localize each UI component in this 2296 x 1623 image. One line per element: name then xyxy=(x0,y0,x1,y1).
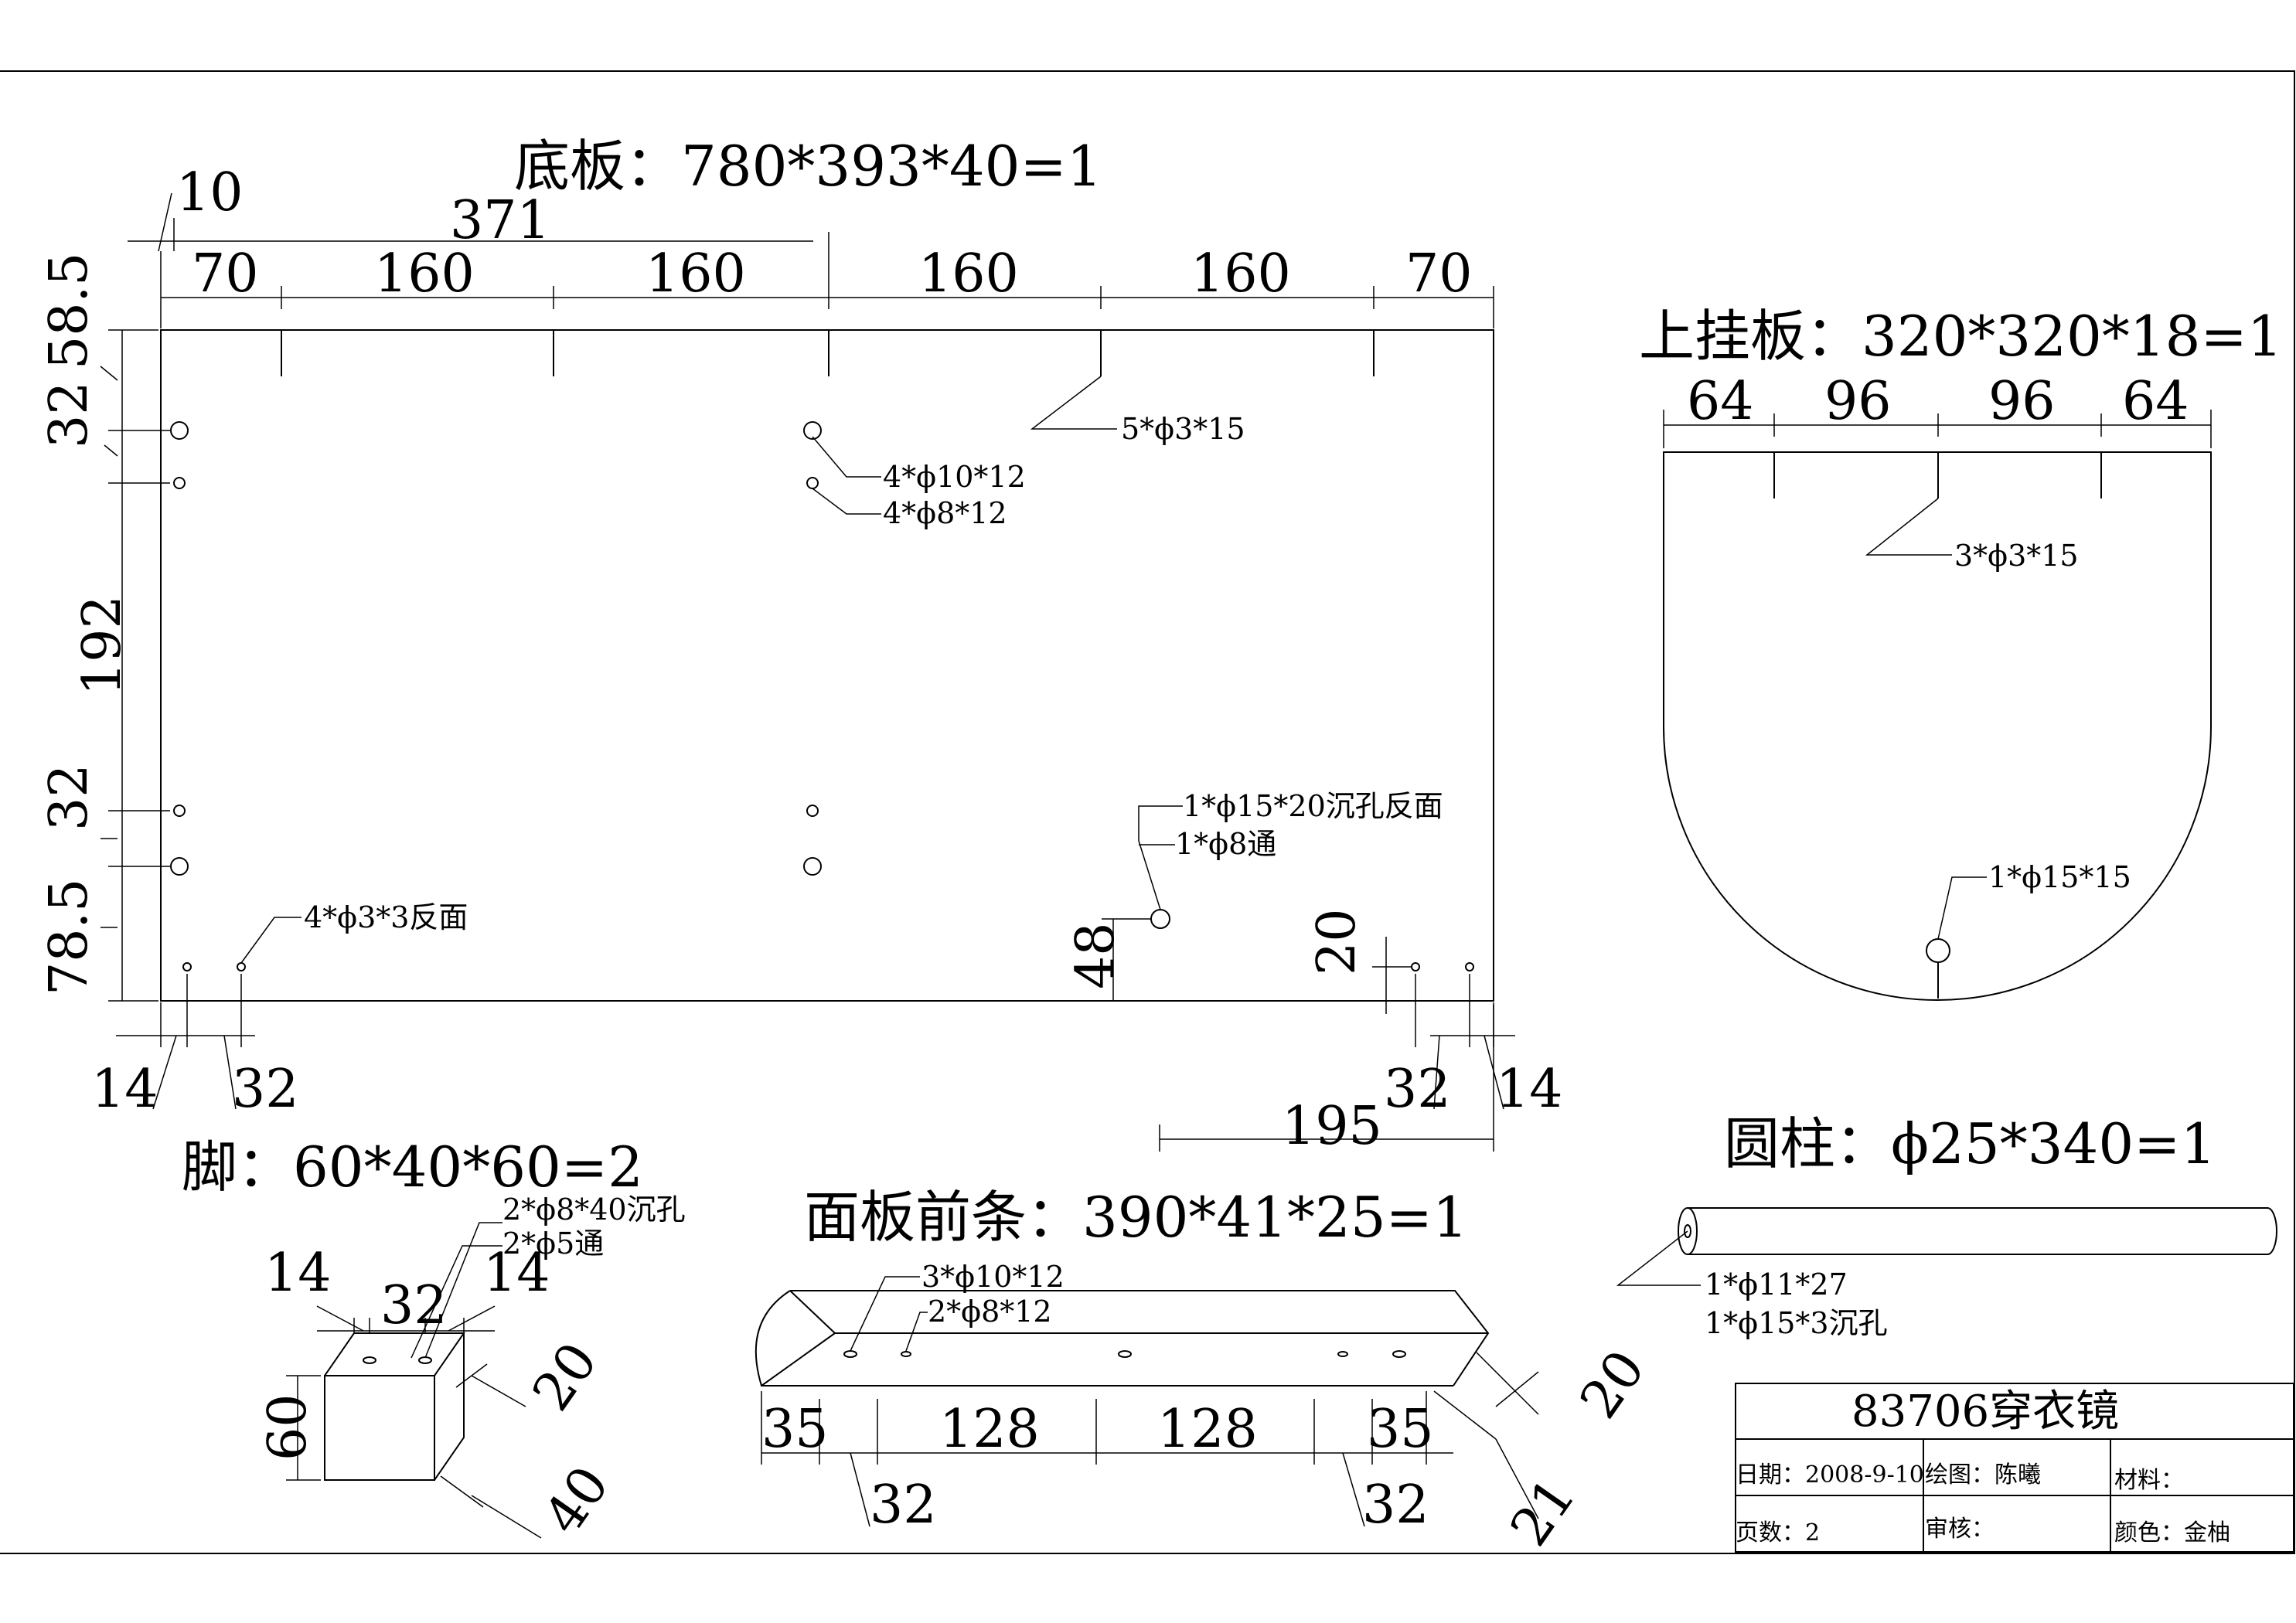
foot-box xyxy=(324,1332,465,1481)
base-top-dim-lines xyxy=(128,192,1494,328)
front-strip-holes xyxy=(843,1350,1406,1358)
dim-10: 10 xyxy=(176,162,244,223)
foot-dim-20: 20 xyxy=(521,1332,609,1422)
dim-top-70-a: 70 xyxy=(192,243,259,305)
strip-dim-21: 21 xyxy=(1499,1468,1587,1557)
title-block-color: 颜色：金柚 xyxy=(2114,1519,2230,1546)
note-1-phi8: 1*ϕ8通 xyxy=(1175,827,1276,861)
title-block-pages: 页数：2 xyxy=(1736,1519,1820,1546)
strip-dim-35-b: 35 xyxy=(1367,1399,1434,1460)
hang-plate-outline xyxy=(1663,451,2212,1001)
note-4-phi3-3: 4*ϕ3*3反面 xyxy=(304,900,468,934)
dim-20-base: 20 xyxy=(1306,908,1368,975)
dim-195: 195 xyxy=(1282,1096,1382,1157)
note-2-phi8-40: 2*ϕ8*40沉孔 xyxy=(502,1193,686,1227)
dim-bottom-32-right: 32 xyxy=(1384,1059,1451,1120)
note-4-phi8-12: 4*ϕ8*12 xyxy=(883,496,1007,530)
hang-plate-title: 上挂板：320*320*18=1 xyxy=(1639,304,2283,369)
hang-plate-marks xyxy=(1773,452,2102,999)
dim-top-70-b: 70 xyxy=(1405,243,1473,305)
title-block xyxy=(1735,1383,2294,1553)
dim-top-160-d: 160 xyxy=(1191,243,1291,305)
base-plate-title: 底板：780*393*40=1 xyxy=(514,134,1102,199)
dim-top-160-c: 160 xyxy=(918,243,1019,305)
hang-dim-64-b: 64 xyxy=(2122,371,2189,432)
note-2-phi8-12: 2*ϕ8*12 xyxy=(928,1295,1052,1329)
base-holes xyxy=(170,421,1474,971)
dim-bottom-32-left: 32 xyxy=(232,1059,299,1120)
note-3-phi3-15: 3*ϕ3*15 xyxy=(1954,539,2079,573)
front-strip-outline xyxy=(755,1290,1490,1387)
dim-left-192: 192 xyxy=(72,595,133,696)
dim-left-32-b: 32 xyxy=(39,764,100,831)
note-1-phi15-3: 1*ϕ15*3沉孔 xyxy=(1705,1306,1888,1340)
dim-top-160-a: 160 xyxy=(374,243,475,305)
hang-dim-lines xyxy=(1663,410,2212,940)
dim-left-58-5: 58.5 xyxy=(39,253,100,369)
title-block-date: 日期：2008-9-10 xyxy=(1736,1461,1924,1489)
note-1-phi15-15: 1*ϕ15*15 xyxy=(1988,860,2131,894)
strip-dim-32-b: 32 xyxy=(1362,1475,1429,1536)
cylinder-title: 圆柱：ϕ25*340=1 xyxy=(1724,1111,2216,1176)
base-left-dim-lines xyxy=(100,329,170,1002)
dim-bottom-14-left: 14 xyxy=(91,1059,158,1120)
note-3-phi10-12: 3*ϕ10*12 xyxy=(921,1260,1065,1294)
base-plate-outline xyxy=(160,329,1494,1002)
foot-dim-40: 40 xyxy=(533,1456,621,1546)
title-block-review: 审核： xyxy=(1925,1516,1995,1543)
note-1-phi15-20: 1*ϕ15*20沉孔反面 xyxy=(1183,789,1443,823)
foot-dim-32: 32 xyxy=(380,1275,448,1336)
sheet-border xyxy=(0,70,2295,1554)
dim-left-32-a: 32 xyxy=(39,381,100,448)
base-top-marks xyxy=(281,330,1375,376)
hang-dim-64-a: 64 xyxy=(1687,371,1754,432)
dim-bottom-14-right: 14 xyxy=(1496,1059,1563,1120)
front-strip-title: 面板前条：390*41*25=1 xyxy=(804,1185,1468,1250)
note-4-phi10-12: 4*ϕ10*12 xyxy=(883,460,1026,494)
strip-dim-32-a: 32 xyxy=(870,1475,937,1536)
title-block-drawer: 绘图：陈曦 xyxy=(1925,1461,2041,1489)
title-block-title: 83706穿衣镜 xyxy=(1851,1387,2119,1437)
foot-dim-14-a: 14 xyxy=(264,1243,332,1304)
strip-dim-128-a: 128 xyxy=(939,1399,1040,1460)
dim-left-78-5: 78.5 xyxy=(39,879,100,995)
cylinder-leader xyxy=(1616,1230,1701,1286)
note-1-phi11-27: 1*ϕ11*27 xyxy=(1705,1267,1848,1301)
dim-48: 48 xyxy=(1065,922,1126,989)
cylinder-outline xyxy=(1678,1207,2277,1255)
base-bottom-dim-lines xyxy=(116,918,1515,1152)
foot-dim-60: 60 xyxy=(257,1393,319,1461)
base-leaders xyxy=(240,376,1183,964)
front-strip-dim-lines xyxy=(761,1276,1539,1527)
dim-371: 371 xyxy=(450,190,550,251)
strip-dim-128-b: 128 xyxy=(1157,1399,1258,1460)
hang-dim-96-b: 96 xyxy=(1988,371,2056,432)
title-block-material: 材料： xyxy=(2114,1467,2184,1494)
hang-dim-96-a: 96 xyxy=(1824,371,1892,432)
strip-dim-35-a: 35 xyxy=(761,1399,829,1460)
strip-dim-20: 20 xyxy=(1569,1340,1657,1430)
dim-top-160-b: 160 xyxy=(646,243,746,305)
foot-title: 脚：60*40*60=2 xyxy=(182,1135,643,1199)
note-5-phi3-15: 5*ϕ3*15 xyxy=(1121,412,1245,446)
foot-dim-14-b: 14 xyxy=(483,1243,550,1304)
note-2-phi5: 2*ϕ5通 xyxy=(502,1227,604,1261)
foot-dim-lines xyxy=(286,1222,542,1539)
